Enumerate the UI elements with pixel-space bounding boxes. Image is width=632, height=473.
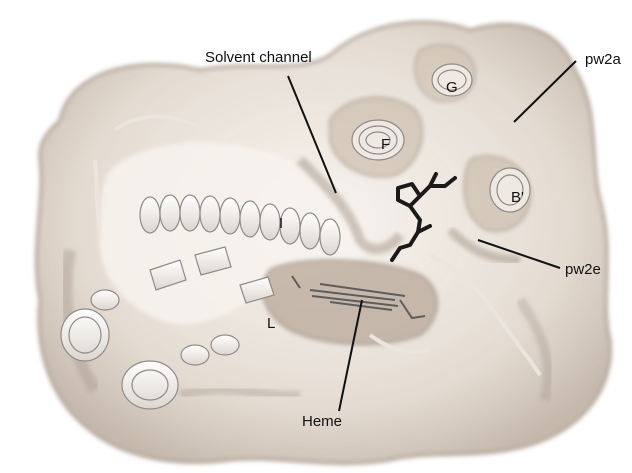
helix-f-ribbon	[352, 120, 404, 160]
heme-label: Heme	[302, 414, 342, 429]
solvent-channel-label: Solvent channel	[205, 50, 312, 65]
helix-g-label: G	[446, 80, 458, 95]
helix-b-prime-label: B'	[511, 190, 524, 205]
helix-b-prime-ribbon	[490, 168, 530, 212]
pw2a-label: pw2a	[585, 52, 621, 67]
helix-i-label: I	[279, 216, 283, 231]
pw2e-label: pw2e	[565, 262, 601, 277]
helix-l-label: L	[267, 316, 275, 331]
helix-f-label: F	[381, 137, 390, 152]
